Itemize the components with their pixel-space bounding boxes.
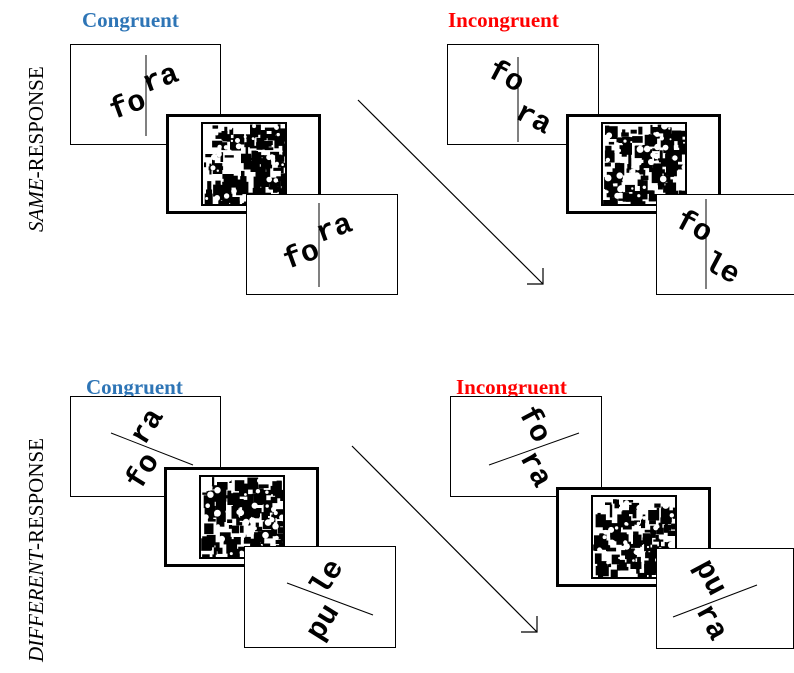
target-card: fo ra [246,194,398,295]
word-left: fo [482,54,530,101]
mask-image [591,495,677,579]
target-card: pu ra [656,548,794,649]
mask-image [601,122,687,206]
condition-label-incongruent: Incongruent [448,8,559,32]
arrowhead-icon [521,616,538,633]
word-right: le [697,246,745,293]
target-card: pu le [244,546,396,648]
word-left: pu [686,554,733,602]
target-card: fo le [656,194,794,295]
mask-image [201,122,287,206]
word-right: ra [509,96,557,143]
word-right: le [304,554,352,603]
word-right: ra [511,446,558,494]
row-label-same: SAME-RESPONSE [24,66,48,232]
word-left: fo [120,447,168,496]
word-left: pu [300,598,348,647]
condition-label-incongruent: Incongruent [456,375,567,399]
condition-label-congruent: Congruent [82,8,179,32]
word-right: ra [138,58,183,102]
arrowhead-icon [527,268,544,285]
word-left: fo [105,85,150,129]
prime-card: fo ra [450,396,602,497]
word-right: ra [124,403,172,452]
mask-image [199,475,285,559]
row-label-different: DIFFERENT-RESPONSE [24,437,48,662]
word-right: ra [687,599,734,647]
word-left: fo [510,401,557,449]
condition-label-congruent: Congruent [86,375,183,399]
word-left: fo [279,234,324,278]
word-left: fo [670,204,718,251]
